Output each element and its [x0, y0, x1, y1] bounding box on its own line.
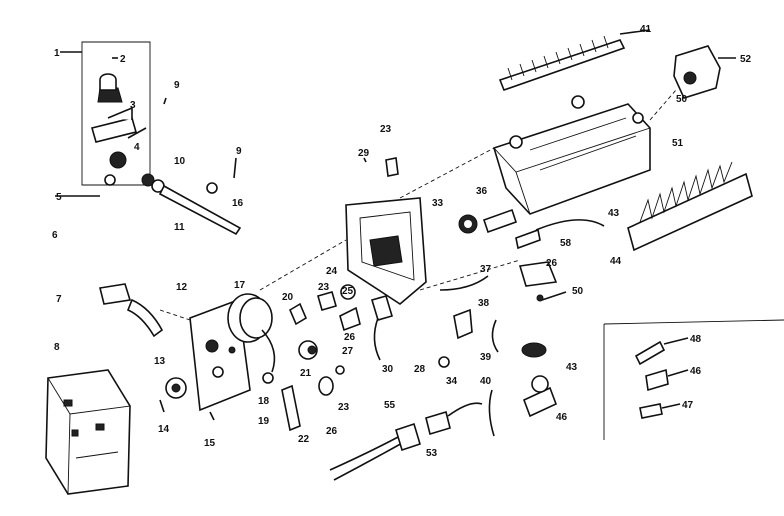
part-label-50-top: 50: [676, 94, 688, 105]
valve-bracket-group: [60, 41, 151, 186]
part-label-29: 29: [358, 148, 370, 159]
part-label-50-low: 50: [572, 286, 584, 297]
part-label-18: 18: [258, 396, 270, 407]
part-label-47: 47: [682, 400, 694, 411]
inset-detail: [603, 319, 784, 440]
part-label-40: 40: [480, 376, 492, 387]
cam-gear: [439, 208, 518, 291]
ejector-blade: [627, 161, 753, 252]
part-label-7: 7: [56, 294, 62, 305]
part-label-26-right: 26: [546, 258, 558, 269]
part-label-26-mid: 26: [344, 332, 356, 343]
part-label-14: 14: [158, 424, 170, 435]
part-label-39: 39: [480, 352, 492, 363]
part-label-9-lower: 9: [236, 146, 242, 157]
part-label-41: 41: [640, 24, 652, 35]
part-label-23-mid: 23: [318, 282, 330, 293]
valve-parts: [521, 342, 558, 418]
part-label-8: 8: [54, 342, 60, 353]
part-label-28: 28: [414, 364, 426, 375]
switch-parts: [438, 308, 499, 437]
bracket: [673, 45, 736, 99]
mold-housing: [345, 157, 427, 361]
part-label-38: 38: [478, 298, 490, 309]
fill-tube: [141, 97, 242, 236]
ice-mold-tray: [493, 29, 651, 215]
part-label-17: 17: [234, 280, 246, 291]
part-label-12: 12: [176, 282, 188, 293]
part-label-23-low: 23: [338, 402, 350, 413]
wiring-harness: [329, 402, 483, 481]
part-label-20: 20: [282, 292, 294, 303]
part-label-46-low: 46: [556, 412, 568, 423]
part-label-34: 34: [446, 376, 458, 387]
water-tube: [55, 195, 164, 338]
part-label-11: 11: [174, 222, 185, 233]
part-label-24: 24: [326, 266, 338, 277]
part-number-labels: 1 2 3 4 5 6 7 8 9 9 10 11 12 13 14 15 16…: [52, 24, 752, 459]
part-label-10: 10: [174, 156, 186, 167]
part-label-37: 37: [480, 264, 492, 275]
part-label-52: 52: [740, 54, 752, 65]
part-label-53: 53: [426, 448, 438, 459]
part-label-2: 2: [120, 54, 126, 65]
part-label-55: 55: [384, 400, 396, 411]
heater-thermostat: [515, 219, 605, 302]
part-label-26-low: 26: [326, 426, 338, 437]
part-label-48: 48: [690, 334, 702, 345]
part-label-19: 19: [258, 416, 270, 427]
part-label-9-upper: 9: [174, 80, 180, 91]
cover-box: [45, 369, 131, 495]
part-label-13: 13: [154, 356, 166, 367]
part-label-46-inset: 46: [690, 366, 702, 377]
part-label-22: 22: [298, 434, 310, 445]
part-label-51: 51: [672, 138, 684, 149]
small-parts: [262, 284, 361, 432]
part-label-16: 16: [232, 198, 244, 209]
part-label-43-right: 43: [608, 208, 620, 219]
part-label-30: 30: [382, 364, 394, 375]
part-label-43-low: 43: [566, 362, 578, 373]
part-label-5: 5: [56, 192, 62, 203]
part-label-21: 21: [300, 368, 312, 379]
part-label-6: 6: [52, 230, 58, 241]
part-label-44: 44: [610, 256, 622, 267]
part-label-58: 58: [560, 238, 572, 249]
part-label-23-top: 23: [380, 124, 392, 135]
motor: [227, 293, 276, 373]
part-label-3: 3: [130, 100, 136, 111]
part-label-15: 15: [204, 438, 216, 449]
part-label-25: 25: [342, 286, 354, 297]
part-label-33: 33: [432, 198, 444, 209]
part-label-1: 1: [54, 48, 60, 59]
part-label-4: 4: [134, 142, 140, 153]
part-label-36: 36: [476, 186, 488, 197]
leader-lines: [159, 89, 677, 321]
part-label-27: 27: [342, 346, 354, 357]
